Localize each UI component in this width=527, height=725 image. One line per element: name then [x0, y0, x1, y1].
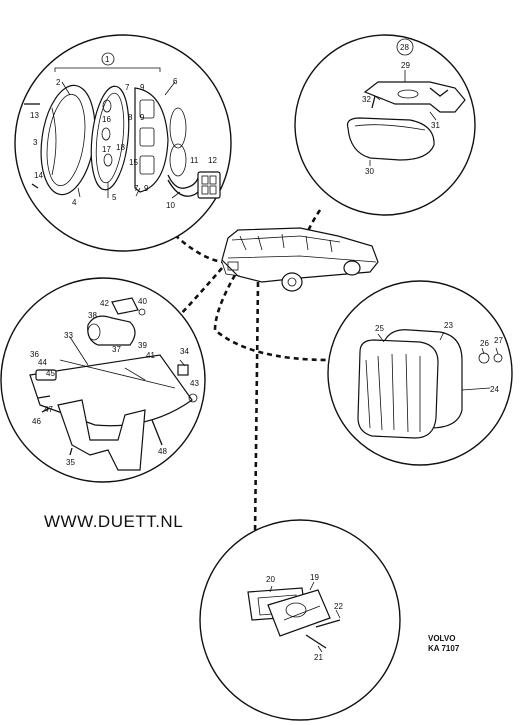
detail-circle-plate-lamp: [294, 34, 476, 216]
callout-26: 26: [480, 339, 489, 348]
callout-40: 40: [138, 297, 147, 306]
callout-38: 38: [88, 311, 97, 320]
callout-30: 30: [365, 167, 374, 176]
callout-19: 19: [310, 573, 319, 582]
callout-44: 44: [38, 358, 47, 367]
callout-2: 2: [56, 78, 61, 87]
callout-6: 6: [173, 77, 178, 86]
detail-circle-side-lamp: [327, 280, 513, 466]
callout-3: 3: [33, 138, 38, 147]
callout-46: 46: [32, 417, 41, 426]
callout-39: 39: [138, 341, 147, 350]
callout-13: 13: [30, 111, 39, 120]
callout-43: 43: [190, 379, 199, 388]
callout-42: 42: [100, 299, 109, 308]
callout-5: 5: [112, 193, 117, 202]
callout-4: 4: [72, 198, 77, 207]
callout-25: 25: [375, 324, 384, 333]
callout-17: 17: [102, 145, 111, 154]
callouts-plate-bracket: 33 34 35 36 37 38 39 40 41 42 43 44 45 4…: [30, 297, 199, 467]
callout-21: 21: [314, 653, 323, 662]
callout-16: 16: [102, 115, 111, 124]
callouts-side-lamp: 23 24 25 26 27: [375, 321, 503, 394]
callout-33: 33: [64, 331, 73, 340]
callout-36: 36: [30, 350, 39, 359]
callout-34: 34: [180, 347, 189, 356]
callout-35: 35: [66, 458, 75, 467]
callout-47: 47: [44, 405, 53, 414]
callout-31: 31: [431, 121, 440, 130]
callout-1: 1: [105, 55, 110, 64]
callout-41: 41: [146, 351, 155, 360]
callout-22: 22: [334, 602, 343, 611]
callout-48: 48: [158, 447, 167, 456]
car-illustration: [221, 227, 379, 292]
callout-7b: 7: [134, 184, 139, 193]
brand-name: VOLVO: [428, 634, 456, 643]
callout-7a: 7: [125, 83, 130, 92]
detail-circle-small-lamp: [199, 519, 401, 721]
brand-block: VOLVO KA 7107: [428, 634, 459, 654]
callout-12: 12: [208, 156, 217, 165]
callouts-plate-lamp: 28 29 30 31 32: [362, 43, 440, 176]
callout-9c: 9: [144, 184, 149, 193]
callout-24: 24: [490, 385, 499, 394]
callout-37: 37: [112, 345, 121, 354]
callout-23: 23: [444, 321, 453, 330]
callout-27: 27: [494, 336, 503, 345]
callout-9a: 9: [140, 83, 145, 92]
callout-11: 11: [190, 156, 199, 165]
callouts-small-lamp: 19 20 21 22: [266, 573, 343, 662]
callout-8: 8: [128, 113, 133, 122]
website-label: WWW.DUETT.NL: [44, 512, 184, 531]
callout-20: 20: [266, 575, 275, 584]
brand-code: KA 7107: [428, 644, 460, 653]
callout-18: 18: [116, 143, 125, 152]
callout-14: 14: [34, 171, 43, 180]
callout-10: 10: [166, 201, 175, 210]
callout-9b: 9: [140, 113, 145, 122]
detail-circle-plate-bracket: [0, 277, 206, 483]
callout-45: 45: [46, 369, 55, 378]
detail-circle-rear-lamp: [14, 34, 232, 252]
callout-28: 28: [400, 43, 409, 52]
callout-15: 15: [129, 158, 138, 167]
callout-32: 32: [362, 95, 371, 104]
callout-29: 29: [401, 61, 410, 70]
callouts-rear-lamp: 1 2 3 4 5 6 7 7 8 9 9 9 10 11 12 13 14 1…: [30, 55, 217, 210]
